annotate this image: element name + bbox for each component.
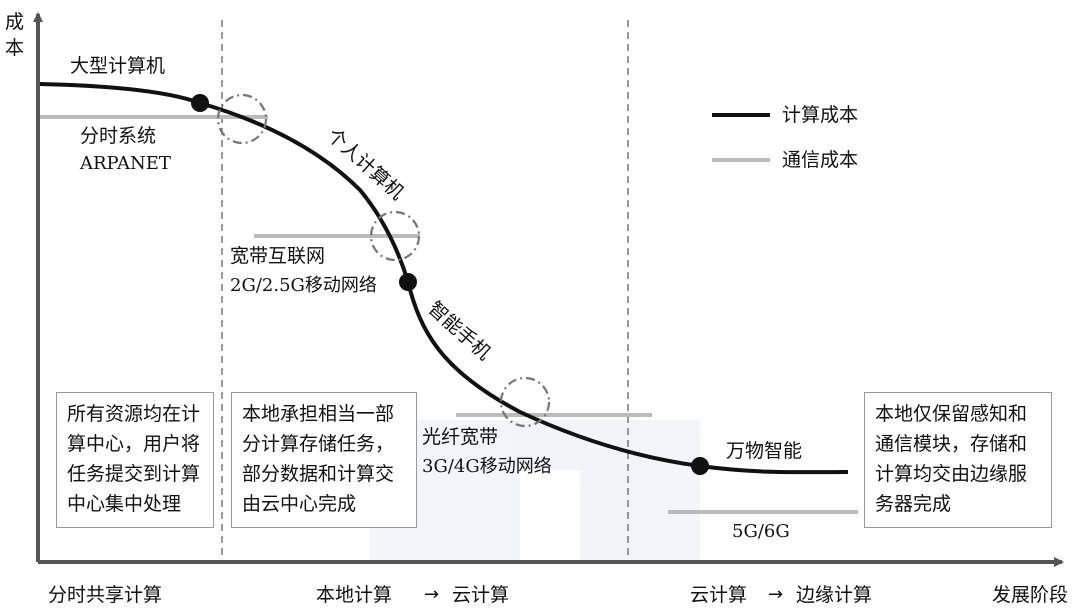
- box1-line-1: 所有资源均在计: [67, 403, 201, 425]
- stage-label-2a: 本地计算: [316, 584, 392, 606]
- box3-line-3: 计算均交由边缘服: [875, 463, 1028, 485]
- intersection-circle-2: [369, 210, 421, 262]
- stage-arrow-2: →: [424, 584, 439, 605]
- box1-line-3: 任务提交到计算: [67, 463, 201, 485]
- box3-line-1: 本地仅保留感知和: [875, 403, 1028, 425]
- intersection-circle-3: [499, 376, 551, 428]
- stage-arrow-3: →: [768, 584, 783, 605]
- label-pc: 个人计算机: [323, 124, 408, 204]
- label-arpanet: ARPANET: [79, 153, 171, 174]
- legend: 计算成本 通信成本: [712, 104, 858, 171]
- box3-line-2: 通信模块，存储和: [875, 433, 1028, 455]
- box3-line-4: 务器完成: [875, 493, 952, 515]
- stage-label-3a: 云计算: [690, 584, 747, 606]
- stage-label-2b: 云计算: [452, 584, 509, 606]
- box1-line-2: 算中心，用户将: [67, 433, 201, 455]
- y-axis-label-char-2: 本: [5, 37, 24, 59]
- box2-line-1: 本地承担相当一部: [242, 403, 395, 425]
- milestone-dot-iot: [691, 457, 709, 475]
- label-timesharing: 分时系统: [80, 125, 156, 147]
- milestone-dot-pc: [399, 273, 417, 291]
- y-axis-label-char-1: 成: [5, 11, 24, 33]
- stage1-description-box: 所有资源均在计 算中心，用户将 任务提交到计算 中心集中处理: [56, 392, 214, 528]
- label-mainframe: 大型计算机: [70, 55, 165, 77]
- stage-label-3b: 边缘计算: [796, 584, 872, 606]
- stage3-description-box: 本地仅保留感知和 通信模块，存储和 计算均交由边缘服 务器完成: [864, 392, 1052, 528]
- stage2-description-box: 本地承担相当一部 分计算存储任务， 部分数据和计算交 由云中心完成: [231, 392, 417, 528]
- box2-line-2: 分计算存储任务，: [242, 433, 395, 455]
- label-fiber: 光纤宽带: [422, 426, 498, 448]
- x-axis-label: 发展阶段: [992, 584, 1068, 606]
- label-mobile-3g: 3G/4G移动网络: [422, 456, 552, 477]
- stage-label-1: 分时共享计算: [48, 584, 162, 606]
- milestone-dot-mainframe: [191, 94, 209, 112]
- legend-comm-label: 通信成本: [782, 149, 858, 171]
- legend-compute-label: 计算成本: [782, 104, 858, 126]
- label-broadband: 宽带互联网: [230, 245, 325, 267]
- intersection-circle-1: [216, 93, 268, 145]
- comm-cost-segments: [40, 115, 858, 514]
- label-iot: 万物智能: [726, 440, 802, 462]
- box2-line-3: 部分数据和计算交: [242, 463, 395, 485]
- label-mobile-2g: 2G/2.5G移动网络: [230, 275, 377, 296]
- label-mobile-5g: 5G/6G: [732, 521, 790, 542]
- watermark: [370, 420, 700, 560]
- label-smartphone: 智能手机: [424, 297, 495, 364]
- box2-line-4: 由云中心完成: [242, 493, 357, 515]
- box1-line-4: 中心集中处理: [67, 493, 182, 515]
